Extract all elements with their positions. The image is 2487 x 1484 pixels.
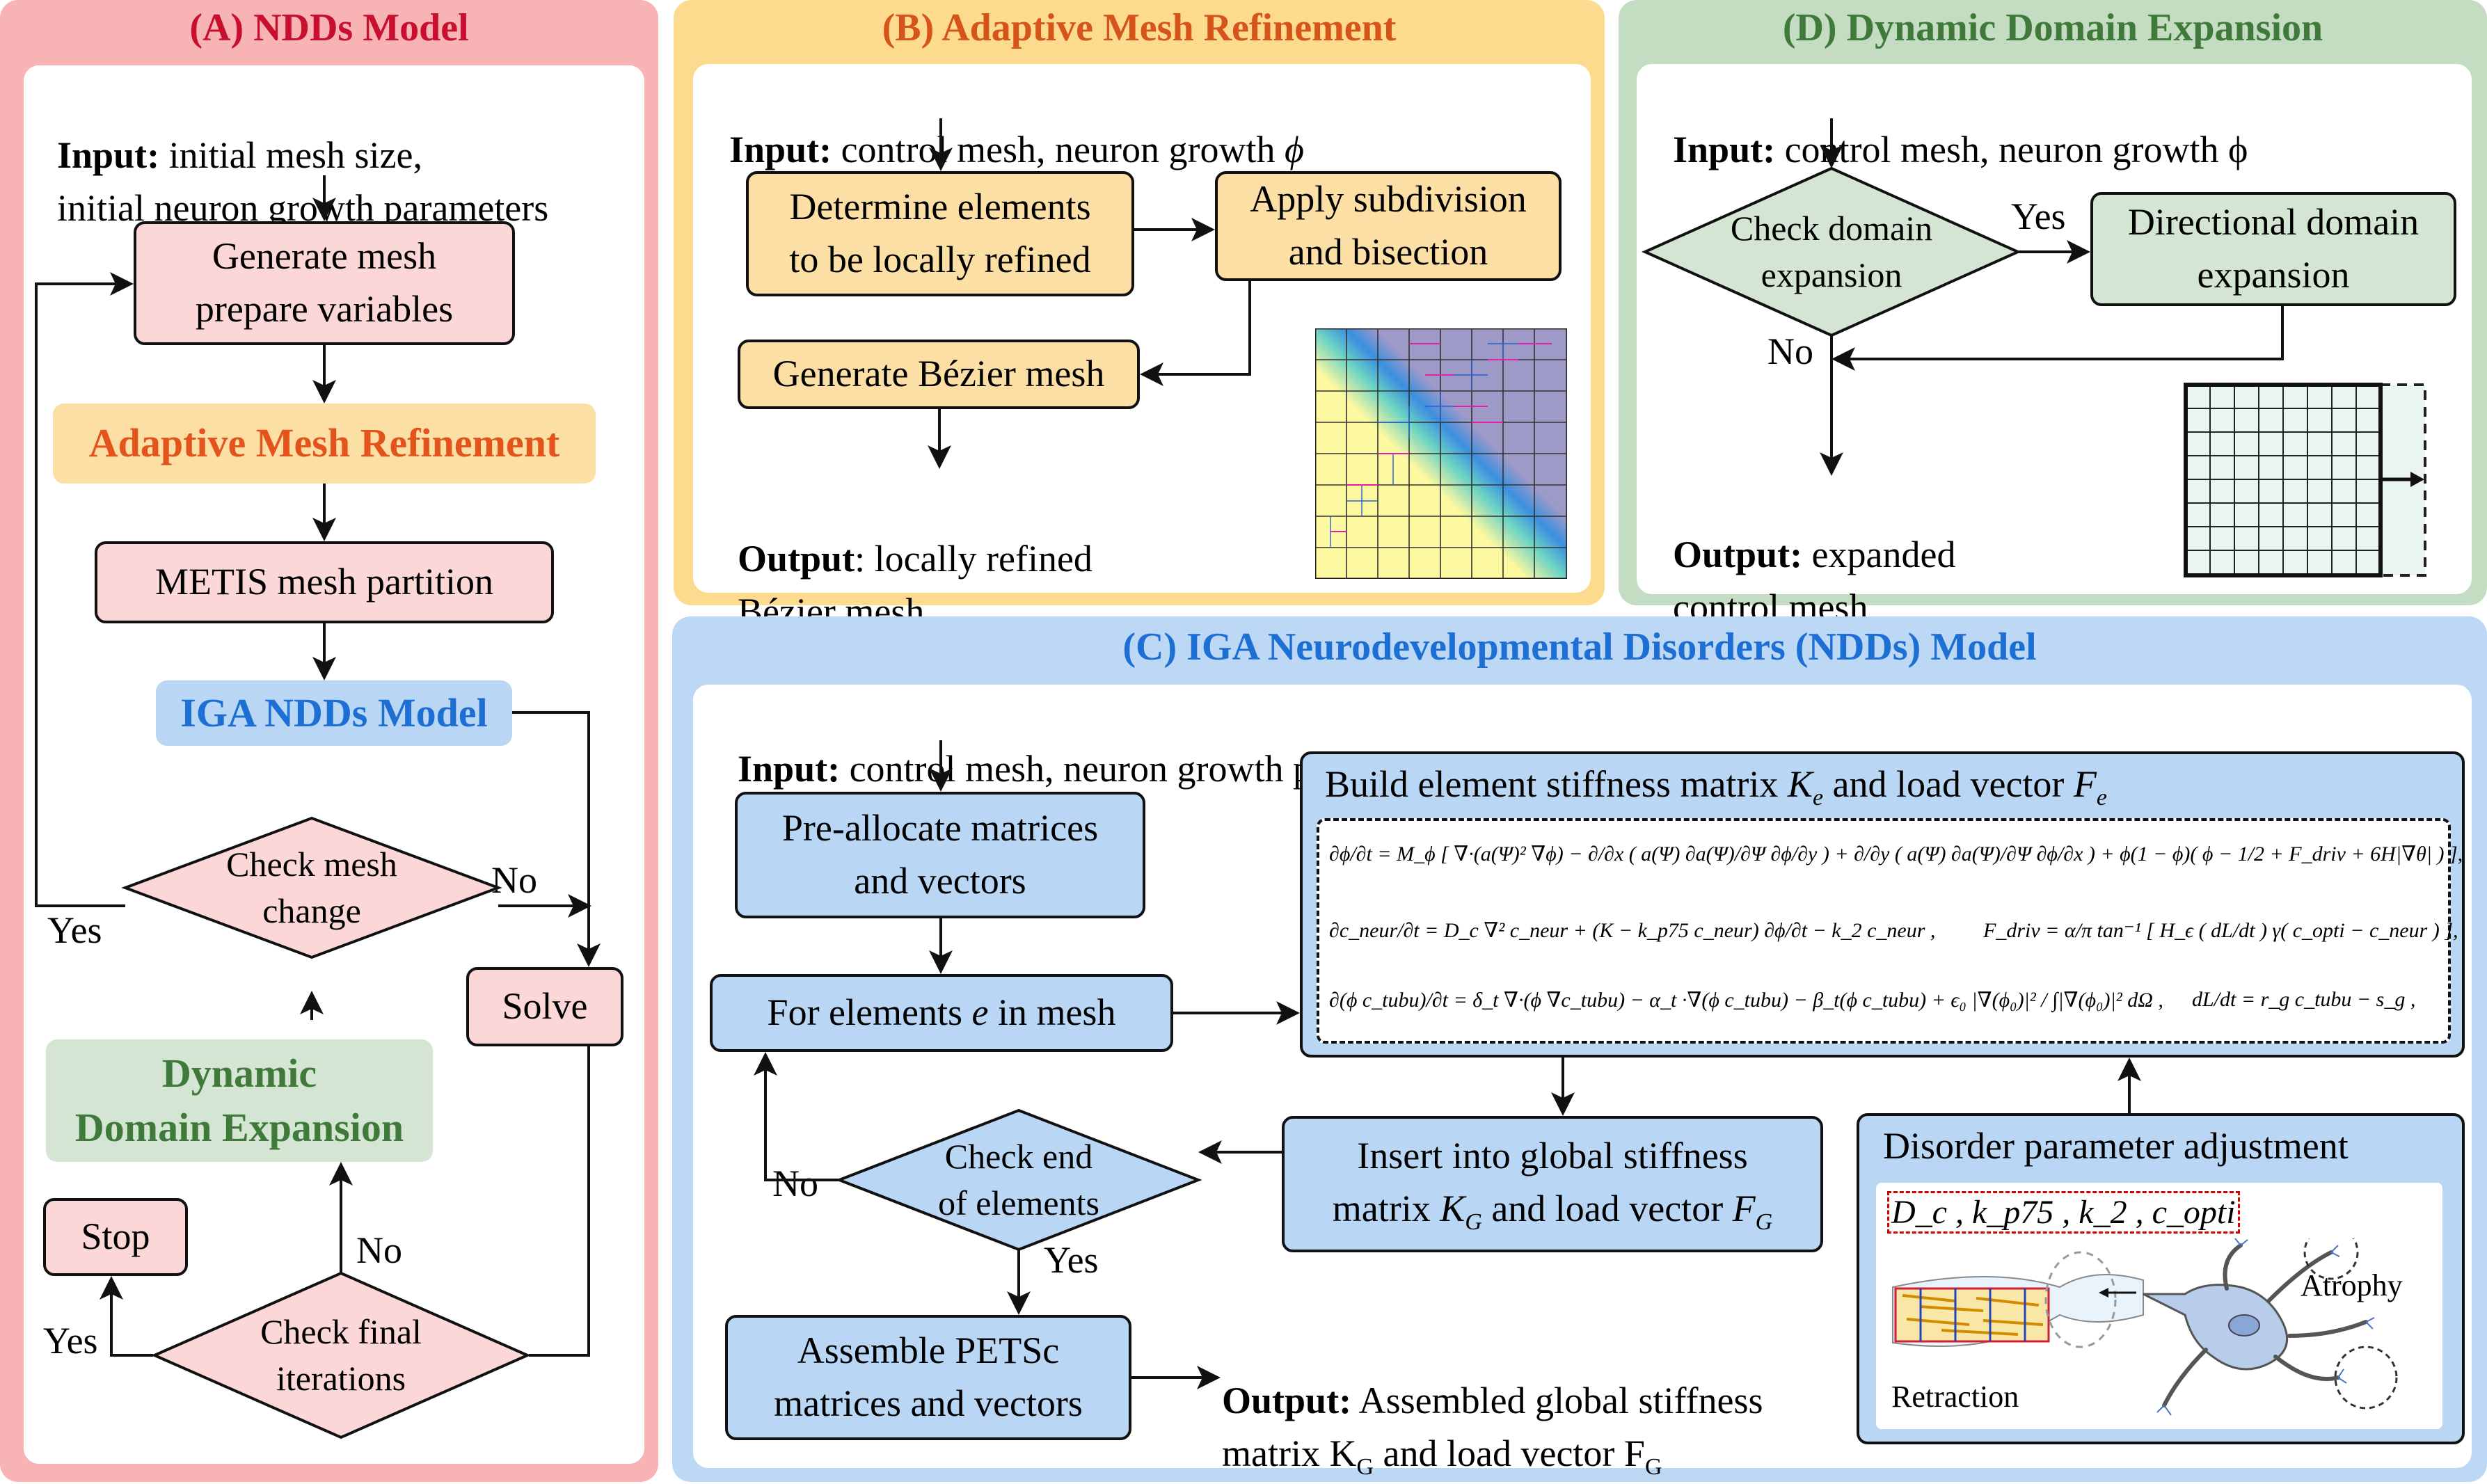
panel-d-output: Output: expanded control mesh [1673, 474, 1955, 635]
panel-d-output-label: Output: [1673, 533, 1803, 575]
panel-a-input-label: Input: [57, 134, 160, 176]
neuron-illustration [1892, 1238, 2398, 1416]
iga-band: IGA NDDs Model [156, 680, 512, 746]
panel-b-output-label: Output [738, 537, 855, 580]
panel-d-input-text: control mesh, neuron growth ϕ [1775, 128, 2248, 170]
check-domain-diamond-text: Check domain expansion [1730, 208, 1933, 295]
apply-subdivision-box: Apply subdivision and bisection [1215, 171, 1562, 281]
equation-phase-field: ∂ϕ/∂t = M_ϕ [ ∇·(a(Ψ)² ∇ϕ) − ∂/∂x ( a(Ψ)… [1329, 843, 2463, 865]
panel-d-yes: Yes [2011, 196, 2066, 237]
panel-a-no-2: No [356, 1229, 402, 1271]
equation-neurotrophin: ∂c_neur/∂t = D_c ∇² c_neur + (K − k_p75 … [1329, 919, 1936, 942]
preallocate-box: Pre-allocate matrices and vectors [735, 792, 1145, 918]
for-elements-box: For elements e in mesh [710, 974, 1173, 1052]
atrophy-label: Atrophy [2301, 1268, 2403, 1302]
generate-bezier-box: Generate Bézier mesh [738, 340, 1140, 409]
panel-a-input: Input: initial mesh size, initial neuron… [57, 75, 642, 235]
build-stiffness-title: Build element stiffness matrix Ke and lo… [1325, 763, 2107, 811]
metis-box: METIS mesh partition [95, 541, 554, 623]
panel-b-input-label: Input: [729, 128, 832, 170]
panel-d-input-label: Input: [1673, 128, 1776, 170]
equation-driving-force: F_driv = α/π tan⁻¹ [ H_ϵ ( dL/dt ) γ( c_… [1983, 919, 2458, 942]
panel-c-title: (C) IGA Neurodevelopmental Disorders (ND… [1122, 625, 2037, 669]
panel-c-output-label: Output: [1222, 1379, 1352, 1421]
determine-elements-box: Determine elements to be locally refined [746, 171, 1134, 296]
for-elements-text: For elements e in mesh [767, 991, 1116, 1034]
refined-bezier-mesh-image [1315, 328, 1567, 579]
amr-band: Adaptive Mesh Refinement [53, 404, 596, 484]
panel-c-no: No [772, 1163, 818, 1204]
disorder-adjustment-title: Disorder parameter adjustment [1883, 1125, 2349, 1167]
dde-band: Dynamic Domain Expansion [46, 1039, 433, 1162]
panel-d-no: No [1767, 330, 1813, 372]
panel-b-output: Output: locally refined Bézier mesh [738, 479, 1092, 639]
check-mesh-diamond-text: Check mesh change [226, 844, 397, 931]
assemble-petsc-box: Assemble PETSc matrices and vectors [725, 1315, 1131, 1440]
disorder-parameters: D_c , k_p75 , k_2 , c_opti [1887, 1191, 2240, 1234]
directional-expansion-box: Directional domain expansion [2090, 192, 2456, 306]
equations-panel [1317, 818, 2451, 1044]
solve-box: Solve [466, 967, 623, 1046]
equation-tubulin: ∂(ϕ c_tubu)/∂t = δ_t ∇·(ϕ ∇c_tubu) − α_t… [1329, 989, 2163, 1012]
generate-mesh-box: Generate mesh prepare variables [134, 221, 515, 345]
panel-a-yes-1: Yes [47, 909, 102, 951]
panel-b-output-text: : locally refined Bézier mesh [738, 537, 1092, 633]
panel-c-input-label: Input: [738, 747, 841, 790]
stop-box: Stop [43, 1198, 188, 1276]
panel-a-title: (A) NDDs Model [189, 6, 469, 49]
panel-b-input-text: control mesh, neuron growth [832, 128, 1285, 170]
check-end-diamond-text: Check end of elements [938, 1136, 1099, 1223]
expanded-control-mesh-image [2184, 383, 2426, 577]
retraction-label: Retraction [1891, 1380, 2019, 1414]
panel-a-yes-2: Yes [43, 1320, 98, 1362]
phi-symbol: ϕ [1284, 128, 1304, 170]
panel-b-input: Input: control mesh, neuron growth ϕ [729, 70, 1304, 176]
panel-b-title: (B) Adaptive Mesh Refinement [882, 6, 1397, 49]
equation-growth-rate: dL/dt = r_g c_tubu − s_g , [2192, 988, 2416, 1011]
check-final-diamond-text: Check final iterations [260, 1311, 422, 1398]
panel-d-input: Input: control mesh, neuron growth ϕ [1673, 70, 2248, 176]
panel-d-title: (D) Dynamic Domain Expansion [1782, 6, 2323, 49]
